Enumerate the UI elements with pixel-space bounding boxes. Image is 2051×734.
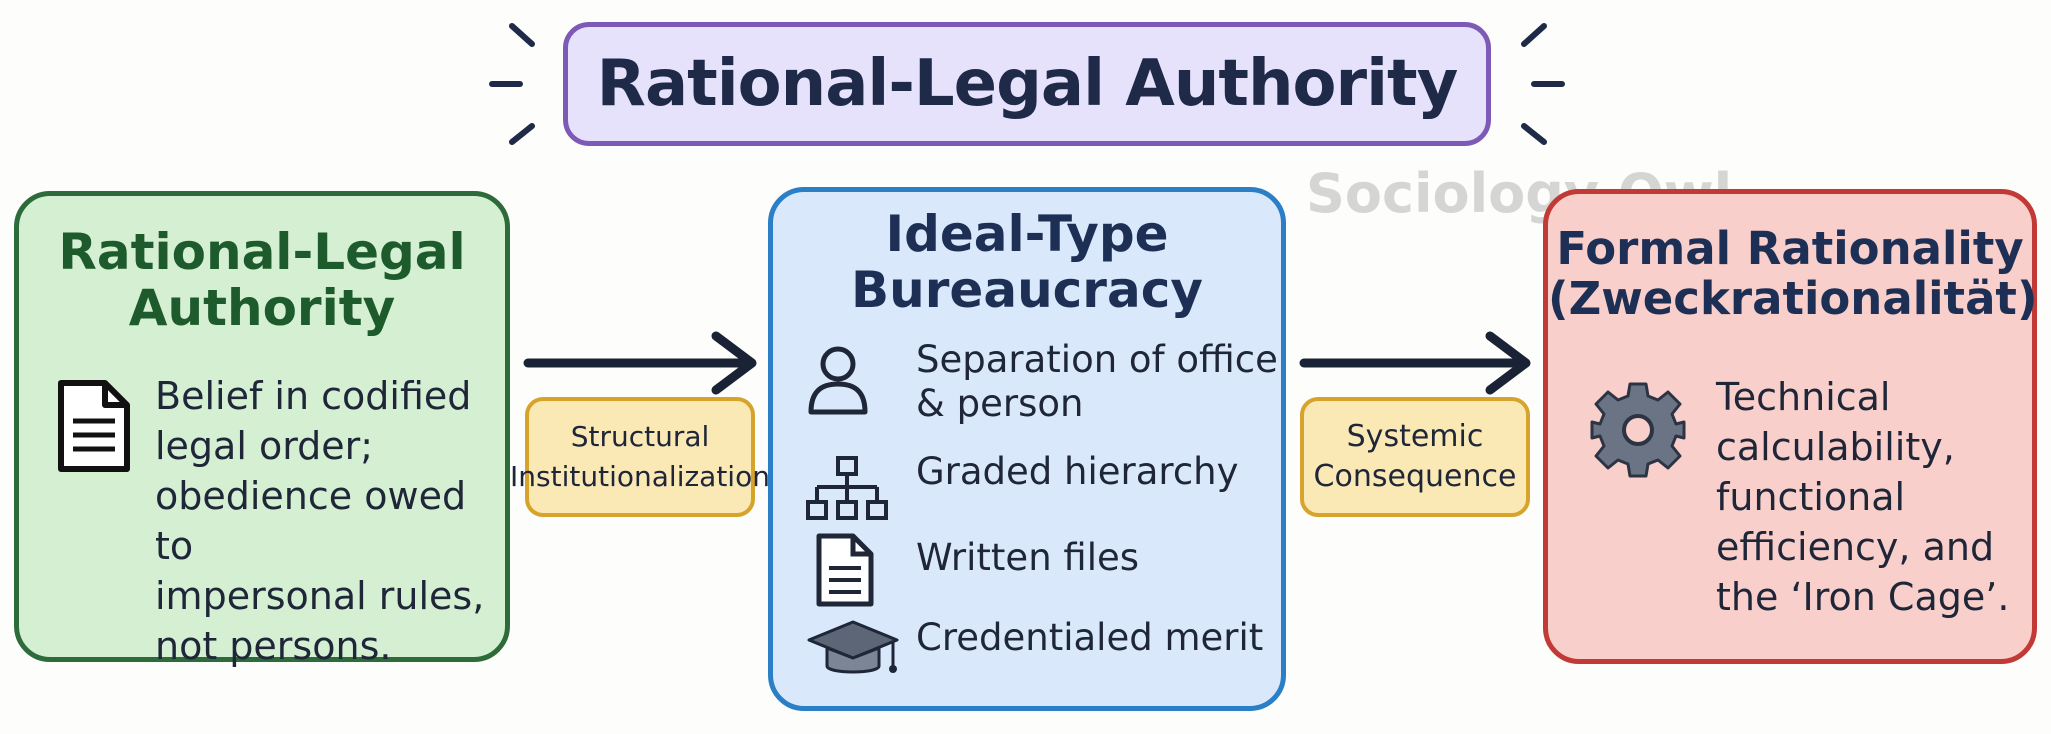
- right-line-3: functional: [1716, 475, 1906, 519]
- center-heading-line-1: Ideal-Type: [885, 205, 1169, 263]
- right-heading-line-1: Formal Rationality: [1556, 222, 2024, 275]
- center-heading-line-2: Bureaucracy: [851, 261, 1203, 319]
- bureaucracy-item-merit: Credentialed merit: [773, 616, 1283, 686]
- item-1-line-1: Separation of office: [916, 338, 1278, 381]
- rational-legal-authority-box: Rational-Legal Authority Belief in codif…: [14, 191, 510, 668]
- hierarchy-icon: [806, 456, 888, 520]
- structural-institutionalization-label: Structural Institutionalization: [510, 397, 770, 517]
- right-label-line-1: Systemic: [1346, 419, 1484, 454]
- right-box-description: Technical calculability, functional effi…: [1716, 372, 2026, 622]
- person-icon: [808, 346, 868, 415]
- left-box-heading: Rational-Legal Authority: [19, 224, 505, 336]
- item-3-text: Written files: [916, 536, 1140, 579]
- left-line-4: impersonal rules,: [155, 574, 485, 618]
- bureaucracy-item-separation: Separation of office & person: [773, 338, 1283, 425]
- systemic-consequence-label: Systemic Consequence: [1300, 397, 1530, 517]
- right-line-2: calculability,: [1716, 425, 1955, 469]
- bureaucracy-item-files: Written files: [773, 532, 1283, 607]
- left-line-3: obedience owed to: [155, 474, 467, 568]
- document-icon: [58, 380, 130, 472]
- item-2-text: Graded hierarchy: [916, 450, 1239, 493]
- left-line-5: not persons.: [155, 624, 392, 668]
- title-banner: Rational-Legal Authority: [563, 22, 1491, 146]
- center-box-heading: Ideal-Type Bureaucracy: [773, 206, 1281, 318]
- bureaucracy-item-hierarchy: Graded hierarchy: [773, 450, 1283, 524]
- gear-icon: [1590, 382, 1686, 478]
- arrow-left-head: [711, 331, 757, 395]
- right-label-line-2: Consequence: [1313, 459, 1517, 494]
- left-line-2: legal order;: [155, 424, 374, 468]
- document-icon: [816, 533, 874, 607]
- right-box-heading: Formal Rationality (Zweckrationalität): [1548, 222, 2038, 326]
- right-heading-line-2: (Zweckrationalität): [1548, 272, 2038, 326]
- bureaucracy-item-text: Separation of office & person: [916, 338, 1278, 426]
- formal-rationality-box: Formal Rationality (Zweckrationalität) T…: [1543, 189, 2038, 664]
- left-label-line-1: Structural: [570, 420, 710, 453]
- right-line-4: efficiency, and: [1716, 525, 1995, 569]
- left-heading-line-1: Rational-Legal: [58, 223, 466, 281]
- item-4-text: Credentialed merit: [916, 616, 1264, 659]
- item-1-line-2: & person: [916, 382, 1084, 425]
- graduation-cap-icon: [807, 620, 899, 674]
- ideal-type-bureaucracy-box: Ideal-Type Bureaucracy Separation of off…: [768, 187, 1286, 711]
- left-box-description: Belief in codified legal order; obedienc…: [155, 371, 495, 671]
- left-label-line-2: Institutionalization: [510, 460, 770, 493]
- arrow-right-head: [1485, 331, 1531, 395]
- left-heading-line-2: Authority: [128, 279, 396, 337]
- right-line-5: the ‘Iron Cage’.: [1716, 575, 2010, 619]
- right-line-1: Technical: [1716, 375, 1891, 419]
- left-line-1: Belief in codified: [155, 374, 472, 418]
- page-title: Rational-Legal Authority: [596, 47, 1459, 121]
